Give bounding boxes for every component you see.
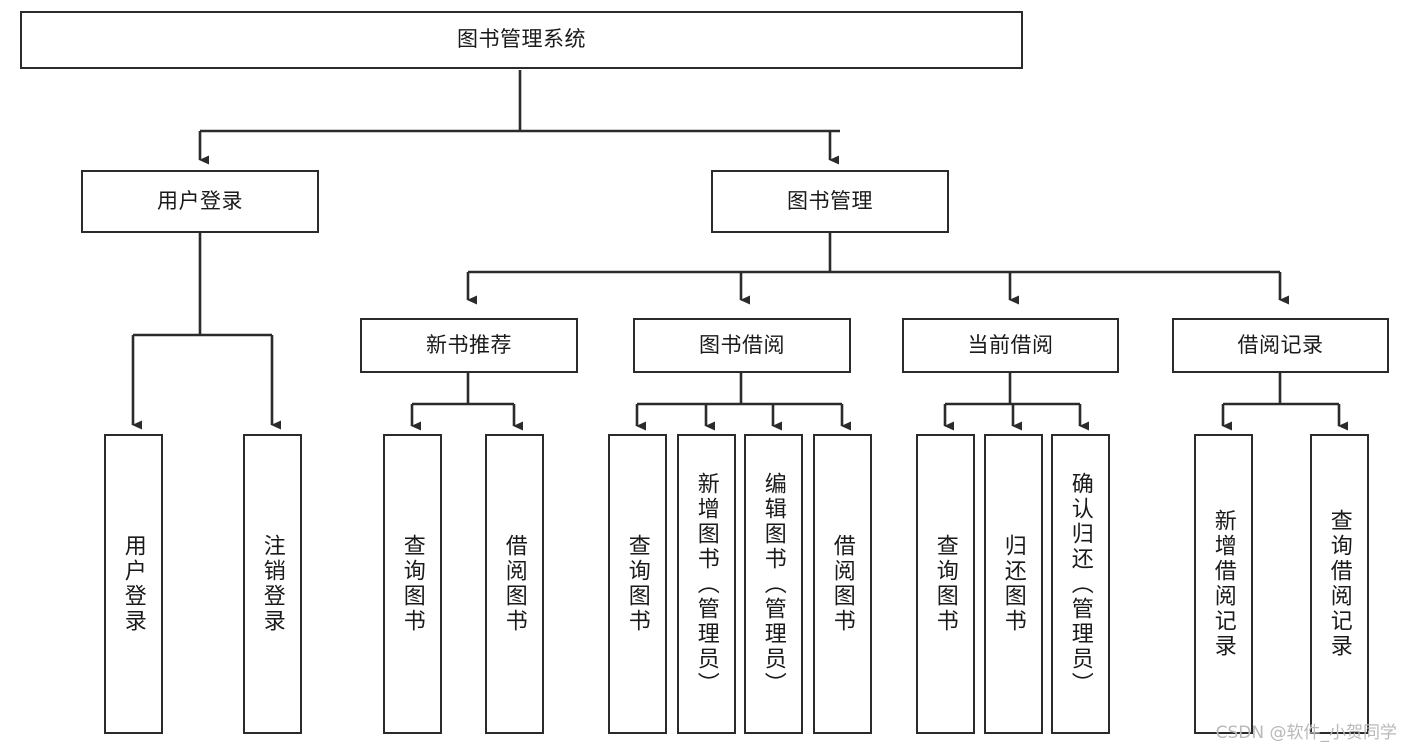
node-label: 查询图书: [933, 534, 959, 634]
leaf-query-borrow-record[interactable]: 查询借阅记录: [1310, 434, 1369, 734]
leaf-query-book-current[interactable]: 查询图书: [916, 434, 975, 734]
node-label: 新增借阅记录: [1211, 509, 1237, 659]
node-label: 查询图书: [400, 534, 426, 634]
csdn-watermark: CSDN @软件_小贺同学: [1215, 723, 1397, 743]
leaf-user-login[interactable]: 用户登录: [104, 434, 163, 734]
node-book-borrow[interactable]: 图书借阅: [633, 318, 851, 373]
node-user-login[interactable]: 用户登录: [81, 170, 319, 233]
node-label: 借阅记录: [1237, 333, 1324, 357]
node-label: 查询借阅记录: [1327, 509, 1353, 659]
node-label: 借阅图书: [502, 534, 528, 634]
node-label: 用户登录: [121, 534, 147, 634]
leaf-confirm-return-admin[interactable]: 确认归还（管理员）: [1051, 434, 1110, 734]
leaf-add-borrow-record[interactable]: 新增借阅记录: [1194, 434, 1253, 734]
leaf-query-book-borrow[interactable]: 查询图书: [608, 434, 667, 734]
leaf-return-book[interactable]: 归还图书: [984, 434, 1043, 734]
node-new-book-recommendation[interactable]: 新书推荐: [360, 318, 578, 373]
node-borrow-record[interactable]: 借阅记录: [1172, 318, 1389, 373]
node-label: 新书推荐: [426, 333, 512, 357]
node-label: 确认归还（管理员）: [1068, 471, 1094, 697]
node-label: 编辑图书（管理员）: [761, 471, 787, 697]
node-label: 图书管理系统: [457, 28, 586, 52]
node-current-borrow[interactable]: 当前借阅: [902, 318, 1119, 373]
node-label: 图书管理: [787, 189, 873, 213]
leaf-add-book-admin[interactable]: 新增图书（管理员）: [677, 434, 736, 734]
leaf-edit-book-admin[interactable]: 编辑图书（管理员）: [744, 434, 803, 734]
node-label: 用户登录: [157, 189, 243, 213]
node-label: 图书借阅: [699, 333, 785, 357]
leaf-logout[interactable]: 注销登录: [243, 434, 302, 734]
node-label: 归还图书: [1001, 534, 1027, 634]
leaf-borrow-book-borrow[interactable]: 借阅图书: [813, 434, 872, 734]
leaf-query-book-new-book[interactable]: 查询图书: [383, 434, 442, 734]
node-label: 新增图书（管理员）: [694, 471, 720, 697]
node-label: 当前借阅: [967, 333, 1054, 357]
node-label: 查询图书: [625, 534, 651, 634]
leaf-borrow-book-new-book[interactable]: 借阅图书: [485, 434, 544, 734]
node-root-book-management-system[interactable]: 图书管理系统: [20, 11, 1023, 69]
node-label: 注销登录: [260, 534, 286, 634]
node-label: 借阅图书: [830, 534, 856, 634]
node-book-management[interactable]: 图书管理: [711, 170, 949, 233]
